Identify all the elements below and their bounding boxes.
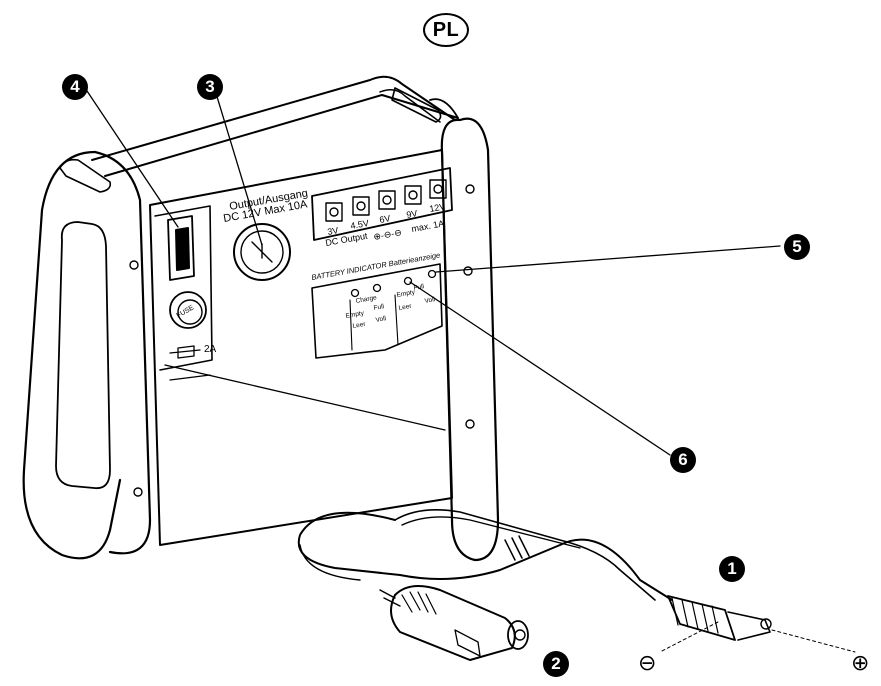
- indicator-panel: [311, 263, 443, 359]
- fuse-symbol: [169, 345, 201, 359]
- screw: [465, 419, 475, 429]
- negative-symbol: ⊖: [638, 651, 657, 676]
- callout-3: 3: [197, 74, 223, 100]
- leer-label-left: Leer: [352, 321, 367, 330]
- right-handle: [440, 117, 500, 562]
- front-panel: [149, 149, 453, 546]
- leader-6: [409, 281, 671, 456]
- max-current-label: max. 1A: [411, 218, 445, 234]
- led-empty: [403, 276, 413, 286]
- switch-recess: [154, 205, 213, 371]
- led-charge: [350, 288, 360, 298]
- dc-jacks: [325, 179, 447, 222]
- voltage-9v: 9V: [406, 208, 419, 220]
- left-handle: [22, 150, 122, 560]
- screw: [463, 266, 473, 276]
- cable-loop: [297, 511, 673, 601]
- polarity-leader-negative: [659, 621, 719, 653]
- screw: [129, 260, 139, 270]
- callout-1: 1: [719, 556, 745, 582]
- full-label-right: Full: [413, 283, 425, 292]
- full-label-left: Full: [373, 303, 385, 312]
- cigarette-plug: [379, 585, 529, 661]
- battery-indicator-label: BATTERY INDICATOR Batterieanzeige: [311, 250, 441, 282]
- charge-label: Charge: [355, 294, 378, 305]
- voltage-4-5v: 4.5V: [350, 218, 370, 231]
- leader-3: [214, 89, 263, 246]
- positive-symbol: ⊕: [851, 651, 870, 676]
- callout-4: 4: [62, 74, 88, 100]
- left-handle-window: [55, 221, 111, 490]
- polarity-leader-positive: [771, 629, 856, 653]
- led-full-left: [372, 283, 382, 293]
- empty-label-right: Empty: [396, 289, 416, 299]
- fuse-rating: 2A: [204, 344, 217, 355]
- voltage-6v: 6V: [379, 213, 392, 225]
- language-badge: PL: [423, 13, 469, 47]
- callout-5: 5: [784, 234, 810, 260]
- screw: [465, 184, 475, 194]
- top-rail: [369, 75, 456, 121]
- voll-label-right: Voll: [424, 296, 436, 305]
- leader-5: [435, 245, 781, 273]
- fuse-holder: [169, 291, 207, 329]
- voll-label-left: Voll: [375, 315, 387, 324]
- callout-6: 6: [670, 447, 696, 473]
- leer-label-right: Leer: [398, 303, 413, 312]
- housing-top-edge: [104, 94, 459, 177]
- polarity-symbols: ⊕-⊖-⊖: [373, 227, 403, 242]
- empty-label-left: Empty: [345, 310, 365, 320]
- voltage-12v: 12V: [429, 201, 447, 214]
- fuse-label: FUSE: [176, 304, 196, 320]
- housing-top-back: [91, 79, 371, 161]
- power-switch: [167, 215, 195, 281]
- leader-4: [84, 87, 179, 228]
- dc-output-block: [311, 167, 453, 241]
- voltage-3v: 3V: [327, 225, 340, 237]
- led-full-right: [427, 269, 437, 279]
- callout-2: 2: [543, 651, 569, 677]
- output-socket: [233, 223, 291, 281]
- screw: [133, 487, 143, 497]
- dc-plug: [667, 595, 772, 641]
